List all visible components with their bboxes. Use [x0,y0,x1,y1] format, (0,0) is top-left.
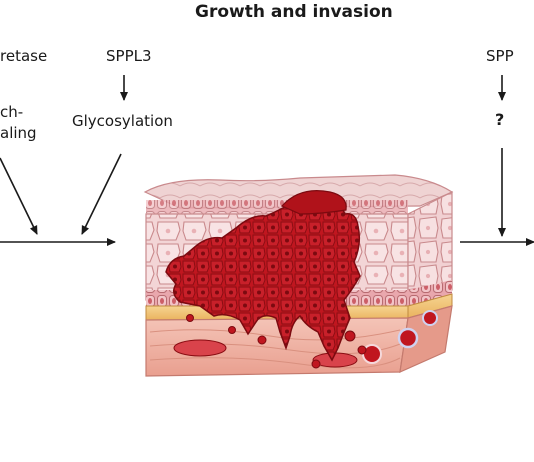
glycosylation-diagonal-arrow [81,153,122,235]
diagram-title: Growth and invasion [195,2,393,22]
tumor-mass [165,193,361,362]
invading-tumor-cell [357,345,367,355]
vessel-cross-section [422,310,438,326]
left-protease-label: retase [0,47,48,65]
left-pathway-diagonal-arrow [0,157,38,235]
invading-tumor-cell [186,314,194,322]
left-pathway-label-line1: ch- [0,103,24,121]
epidermis-top-surface [143,174,454,209]
basal-layer-right [408,280,452,306]
right-protease-label: SPP [486,47,514,65]
tumor-top-surface [281,190,347,215]
middle-process-label: Glycosylation [72,112,173,130]
invading-tumor-cell [344,330,356,342]
dermis-layer-right [399,305,453,373]
invading-tumor-cell [228,326,236,334]
invading-tumor-cell [257,335,267,345]
vessel-cross-section [397,327,419,349]
right-process-label: ? [495,110,505,129]
left-pathway-label-line2: aling [0,124,37,142]
invading-tumor-cell [311,359,321,369]
blood-vessel [173,339,227,357]
middle-protease-label: SPPL3 [106,47,152,65]
